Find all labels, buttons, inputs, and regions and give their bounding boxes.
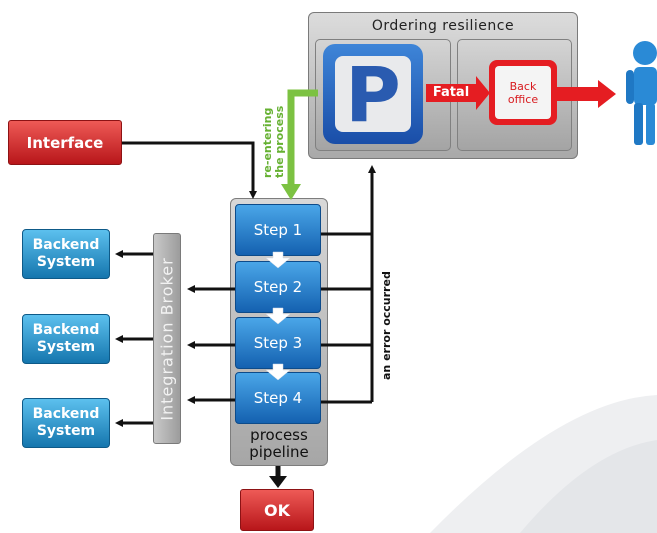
interface-box: Interface [8,120,122,165]
step-3: Step 3 [235,317,321,369]
backend-system-2: Backend System [22,314,110,364]
reentering-label-2: the process [273,105,286,178]
pipeline-label-2: pipeline [249,443,309,461]
step-2: Step 2 [235,261,321,313]
integration-broker: Integration Broker [153,233,181,444]
ok-box: OK [240,489,314,531]
back-office-icon: Back office [489,60,557,125]
pipeline-label-1: process [250,426,308,444]
backend-system-1: Backend System [22,229,110,279]
panel-title: Ordering resilience [371,18,515,34]
fatal-label: Fatal [432,85,470,100]
step-4: Step 4 [235,372,321,424]
backend-system-3: Backend System [22,398,110,448]
parking-symbol: P [335,50,411,139]
parking-icon: P [323,44,423,144]
back-office-label: Back office [495,66,551,119]
step-1: Step 1 [235,204,321,256]
integration-broker-label: Integration Broker [157,256,177,421]
error-occurred-label: an error occurred [380,271,393,380]
